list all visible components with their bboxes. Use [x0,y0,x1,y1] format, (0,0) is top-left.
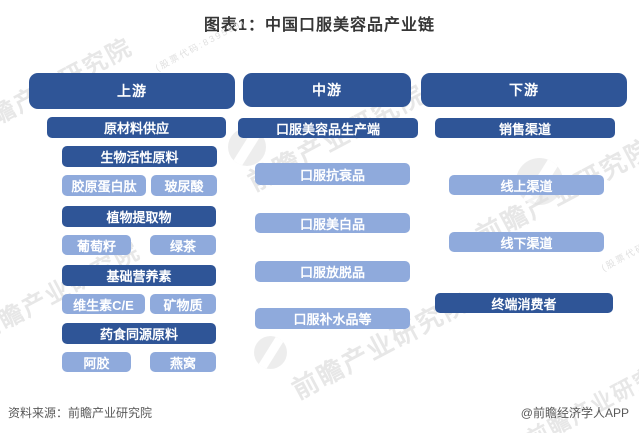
header-downstream: 下游 [421,73,627,107]
box-birds-nest: 燕窝 [150,352,216,372]
box-offline-channel: 线下渠道 [449,232,604,252]
box-sales-channels: 销售渠道 [435,118,615,138]
watermark-logo-icon [254,336,287,369]
box-hyaluronic-acid: 玻尿酸 [151,175,217,196]
box-plant-extracts: 植物提取物 [62,206,216,227]
box-raw-material-supply: 原材料供应 [47,117,226,138]
box-basic-nutrients: 基础营养素 [62,265,216,286]
figure-title: 图表1：中国口服美容品产业链 [204,17,435,34]
box-medicine-food-ingredients: 药食同源原料 [62,323,216,344]
box-collagen-peptide: 胶原蛋白肽 [62,175,146,196]
credit-note: @前瞻经济学人APP [520,406,629,420]
box-green-tea: 绿茶 [150,235,216,255]
box-production-end: 口服美容品生产端 [238,118,418,138]
source-note: 资料来源：前瞻产业研究院 [8,406,153,420]
box-oral-anti-aging: 口服抗衰品 [255,163,410,185]
box-minerals: 矿物质 [150,294,216,314]
box-oral-whitening: 口服美白品 [255,213,410,233]
header-midstream: 中游 [243,73,411,107]
box-vitamin-c-e: 维生素C/E [62,294,145,314]
header-upstream: 上游 [29,73,235,109]
box-oral-hydrating: 口服补水品等 [255,308,410,329]
box-end-consumer: 终端消费者 [435,293,613,313]
box-online-channel: 线上渠道 [449,175,604,195]
box-ejiao: 阿胶 [62,352,131,372]
box-grape-seed: 葡萄籽 [62,235,131,255]
box-bioactive-ingredients: 生物活性原料 [62,146,217,167]
box-oral-anti-hair-loss: 口服放脱品 [255,261,410,282]
watermark-stock-code: (股票代码:839599) [599,216,639,273]
